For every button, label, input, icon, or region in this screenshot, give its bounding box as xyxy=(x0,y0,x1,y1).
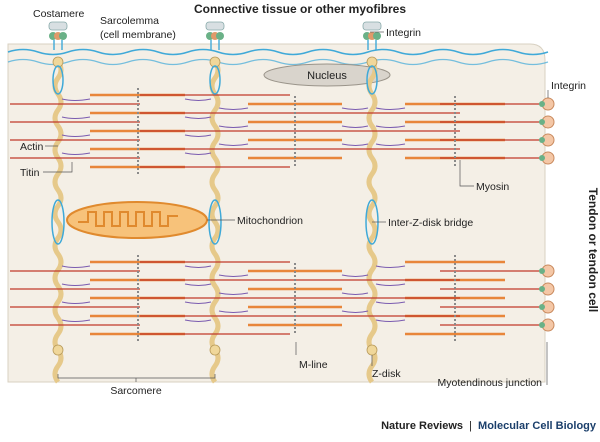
costamere-label: Costamere xyxy=(33,8,85,20)
footer-credit: Nature Reviews | Molecular Cell Biology xyxy=(381,420,597,432)
myosin-label: Myosin xyxy=(476,181,509,193)
titin-label: Titin xyxy=(20,167,40,179)
sarcolemma-sublabel: (cell membrane) xyxy=(100,29,176,41)
integrin-right-label: Integrin xyxy=(551,80,586,92)
sarcomere-label: Sarcomere xyxy=(110,385,162,397)
mitochondrion-cristae xyxy=(78,211,178,227)
myotendinous-integrins xyxy=(539,97,555,332)
m-line-label: M-line xyxy=(299,359,328,371)
myofibril-lower xyxy=(10,255,540,342)
costamere-complex-2 xyxy=(205,21,225,50)
z-disk-label: Z-disk xyxy=(372,368,401,380)
z-disk-column-2 xyxy=(209,56,221,384)
side-label: Tendon or tendon cell xyxy=(586,188,600,312)
footer-separator: | xyxy=(469,420,472,432)
leader-lines xyxy=(43,31,549,385)
nucleus-label: Nucleus xyxy=(307,70,347,82)
inter-z-disk-bridge-label: Inter-Z-disk bridge xyxy=(388,217,473,229)
footer-journal: Nature Reviews xyxy=(381,420,463,432)
nucleus xyxy=(263,63,391,87)
costamere-complex-1 xyxy=(48,21,68,50)
costamere-complex-3 xyxy=(362,21,382,50)
integrin-top-label: Integrin xyxy=(386,27,421,39)
myofibril-upper xyxy=(10,88,540,175)
mitochondrion-label: Mitochondrion xyxy=(237,215,303,227)
actin-label: Actin xyxy=(20,141,44,153)
sarcolemma-line-inner xyxy=(7,58,549,66)
myotendinous-junction-label: Myotendinous junction xyxy=(438,377,543,389)
header-title: Connective tissue or other myofibres xyxy=(194,2,406,16)
footer-section: Molecular Cell Biology xyxy=(478,420,597,432)
z-disk-column-1 xyxy=(52,56,64,384)
sarcolemma-label: Sarcolemma xyxy=(100,15,159,27)
sarcolemma-line xyxy=(7,48,549,56)
